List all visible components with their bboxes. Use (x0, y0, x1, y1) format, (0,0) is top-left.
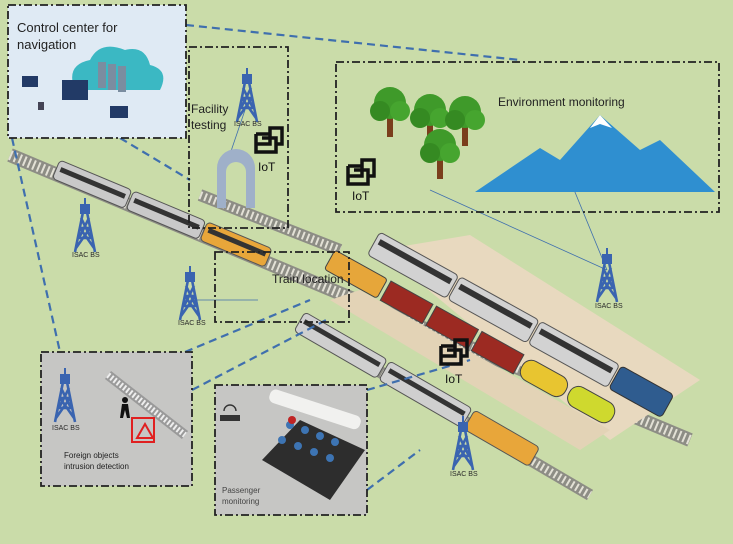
passenger-monitoring-title-line2: monitoring (222, 497, 260, 506)
iot-icon (346, 158, 376, 186)
intrusion-alert-icon (131, 417, 155, 443)
station-platform-lower (330, 290, 610, 450)
communication-links (10, 23, 521, 491)
monitor-icon (62, 80, 88, 100)
environment-monitoring-panel (335, 61, 720, 213)
foreign-objects-title: Foreign objects (64, 451, 119, 460)
cloud-icon (72, 46, 164, 90)
isac-bs-label: ISAC BS (72, 252, 100, 259)
control-center-panel (7, 4, 187, 139)
passengers-icon (278, 416, 339, 462)
facility-testing-panel (188, 46, 289, 229)
train-location-panel (214, 251, 350, 323)
isac-bs-label: ISAC BS (234, 121, 262, 128)
control-center-title: Control center for navigation (17, 20, 118, 52)
isac-bs-tower-icon (235, 66, 259, 124)
iot-icon (254, 126, 284, 154)
isac-bs-label: ISAC BS (52, 425, 80, 432)
passenger-monitoring-title: Passenger (222, 486, 261, 495)
tree-icon (420, 129, 460, 179)
isac-bs-tower-icon (73, 196, 97, 254)
isac-bs-tower-icon (178, 264, 202, 322)
passenger-train-left (53, 160, 272, 267)
isac-bs-label: ISAC BS (450, 471, 478, 478)
passenger-monitoring-panel (214, 384, 368, 516)
isac-bs-label: ISAC BS (178, 320, 206, 327)
foreign-objects-panel (40, 351, 193, 487)
tunnel-icon (217, 149, 255, 208)
freight-train (324, 250, 616, 424)
isac-bs-label: ISAC BS (595, 303, 623, 310)
pedestrian-icon (120, 397, 130, 418)
mountain-icon (475, 115, 715, 192)
facility-testing-title: Facility testing (191, 102, 229, 132)
server-icon (98, 62, 106, 88)
tree-icon (370, 87, 410, 137)
iot-label: IoT (258, 160, 276, 174)
foreign-objects-title-line2: intrusion detection (64, 462, 129, 471)
environment-monitoring-title: Environment monitoring (498, 95, 625, 109)
isac-bs-tower-icon (595, 246, 619, 304)
wifi-router-icon (220, 415, 240, 421)
train-location-title: Train location (272, 272, 344, 286)
passenger-train-lower (294, 312, 539, 466)
iot-label: IoT (445, 372, 463, 386)
passenger-train-right (368, 232, 673, 417)
iot-label: IoT (352, 189, 370, 203)
